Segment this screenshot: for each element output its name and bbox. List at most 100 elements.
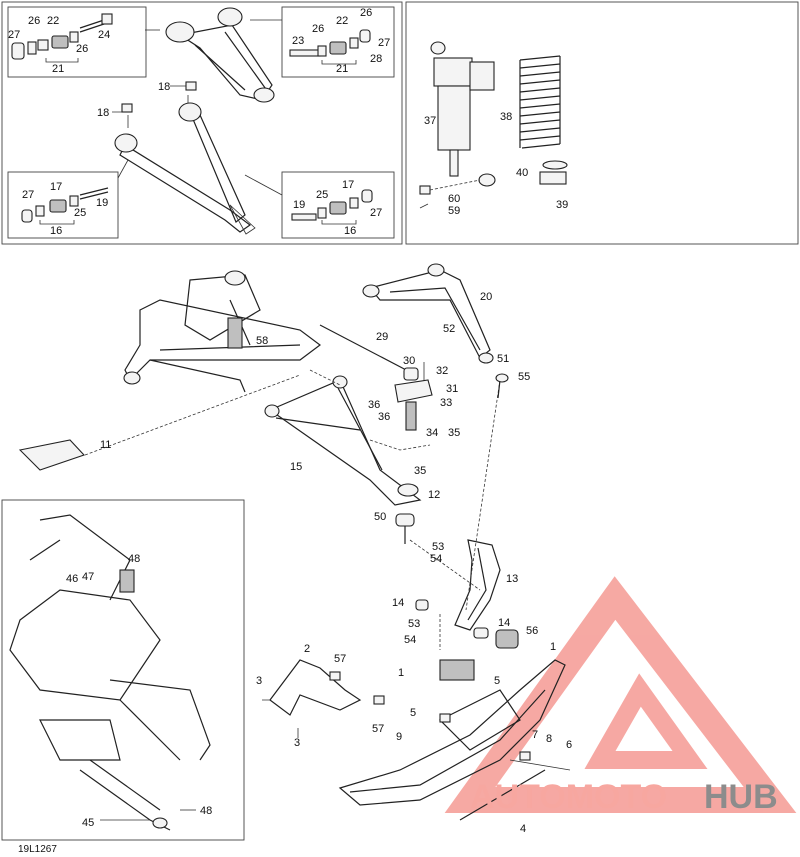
bracket-2-drawing xyxy=(269,659,362,716)
ball-joint-50-icon xyxy=(395,513,415,544)
callout-label: 57 xyxy=(372,723,384,735)
callout-label: 48 xyxy=(128,553,140,565)
callout-label: 52 xyxy=(443,323,455,335)
frame-detail-drawing xyxy=(9,514,211,831)
callout-label: 19 xyxy=(96,197,108,209)
callout-label: 21 xyxy=(336,63,348,75)
bracket-16 xyxy=(39,220,75,225)
callout-label: 8 xyxy=(546,733,552,745)
callout-label: 14 xyxy=(392,597,404,609)
callout-label: 60 xyxy=(448,193,460,205)
callout-label: 36 xyxy=(378,411,390,423)
bushing-stack-top-right-icon xyxy=(289,29,371,57)
watermark-text-primary: AUTOMOTO xyxy=(470,778,667,816)
shock-absorber-drawing xyxy=(430,41,496,187)
callout-label: 39 xyxy=(556,199,568,211)
callout-label: 59 xyxy=(448,205,460,217)
callout-label: 6 xyxy=(566,739,572,751)
bracket-21 xyxy=(321,60,357,65)
leader-line xyxy=(84,374,301,456)
bushing-14-icon xyxy=(473,627,489,639)
washer-18-icon xyxy=(185,81,197,91)
watermark-logo-icon xyxy=(444,576,797,813)
lower-a-arm-drawing xyxy=(114,102,256,235)
sway-bar-link-icon xyxy=(319,324,411,373)
callout-label: 19 xyxy=(293,199,305,211)
callout-label: 55 xyxy=(518,371,530,383)
link-34-icon xyxy=(405,401,417,431)
bolt-6-icon xyxy=(509,759,571,771)
ski-leg-13-drawing xyxy=(454,539,501,631)
callout-label: 5 xyxy=(494,675,500,687)
watermark-text-secondary: HUB xyxy=(704,778,778,816)
bracket-21 xyxy=(45,58,79,63)
upper-a-arm-drawing xyxy=(165,7,275,103)
nut-7-icon xyxy=(519,751,531,761)
callout-label: 17 xyxy=(50,181,62,193)
callout-label: 12 xyxy=(428,489,440,501)
bushing-14-icon xyxy=(415,599,429,611)
callout-label: 54 xyxy=(430,553,442,565)
spacer-56-icon xyxy=(495,629,519,649)
callout-label: 35 xyxy=(414,465,426,477)
callout-label: 47 xyxy=(82,571,94,583)
callout-label: 9 xyxy=(396,731,402,743)
upper-control-arm-drawing xyxy=(362,263,494,364)
callout-label: 58 xyxy=(256,335,268,347)
coil-spring-drawing xyxy=(519,55,561,149)
callout-label: 36 xyxy=(368,399,380,411)
leader-line xyxy=(112,111,129,128)
callout-label: 17 xyxy=(342,179,354,191)
callout-label: 34 xyxy=(426,427,438,439)
ring-12-icon xyxy=(397,483,419,497)
leader-line xyxy=(409,539,481,591)
tie-rod-end-icon xyxy=(495,373,509,383)
bushing-stack-top-left-icon xyxy=(11,13,113,60)
callout-labels: 26 22 27 26 24 21 26 22 26 23 27 21 28 1… xyxy=(8,7,572,835)
spring-clip-icon xyxy=(542,160,568,170)
callout-label: 29 xyxy=(376,331,388,343)
callout-label: 26 xyxy=(360,7,372,19)
callout-label: 48 xyxy=(200,805,212,817)
bushing-detail-box-top-left xyxy=(7,6,147,78)
shock-panel xyxy=(405,1,799,245)
bushing-detail-box-top-right xyxy=(281,6,395,78)
callout-label: 22 xyxy=(336,15,348,27)
bushing-detail-box-bottom-right xyxy=(281,171,395,239)
callout-label: 33 xyxy=(440,397,452,409)
bolt-57-icon xyxy=(329,671,341,681)
callout-label: 21 xyxy=(52,63,64,75)
callout-label: 31 xyxy=(446,383,458,395)
callout-label: 56 xyxy=(526,625,538,637)
ski-drawing xyxy=(338,659,566,806)
callout-label: 54 xyxy=(404,634,416,646)
callout-label: 53 xyxy=(408,618,420,630)
callout-label: 53 xyxy=(432,541,444,553)
callout-label: 46 xyxy=(66,573,78,585)
callout-label: 7 xyxy=(532,729,538,741)
callout-label: 16 xyxy=(50,225,62,237)
callout-label: 4 xyxy=(520,823,526,835)
washer-5-icon xyxy=(439,713,451,723)
skid-plate-11-icon xyxy=(18,439,85,471)
callout-label: 2 xyxy=(304,643,310,655)
callout-label: 3 xyxy=(256,675,262,687)
bushing-detail-box-bottom-left xyxy=(7,171,119,239)
leader-line xyxy=(117,159,129,179)
callout-label: 26 xyxy=(312,23,324,35)
bushing-30-icon xyxy=(403,367,419,381)
leader-line xyxy=(262,699,299,738)
tie-rod-55-icon xyxy=(497,379,501,399)
leader-line xyxy=(429,179,481,191)
callout-label: 20 xyxy=(480,291,492,303)
callout-label: 3 xyxy=(294,737,300,749)
leader-line xyxy=(309,369,341,386)
lower-control-arm-drawing xyxy=(264,375,422,506)
callout-label: 27 xyxy=(370,207,382,219)
callout-label: 26 xyxy=(76,43,88,55)
callout-label: 51 xyxy=(497,353,509,365)
callout-label: 45 xyxy=(82,817,94,829)
callout-label: 27 xyxy=(8,29,20,41)
frame-detail-panel xyxy=(1,499,245,841)
pad-1-icon xyxy=(439,659,475,681)
